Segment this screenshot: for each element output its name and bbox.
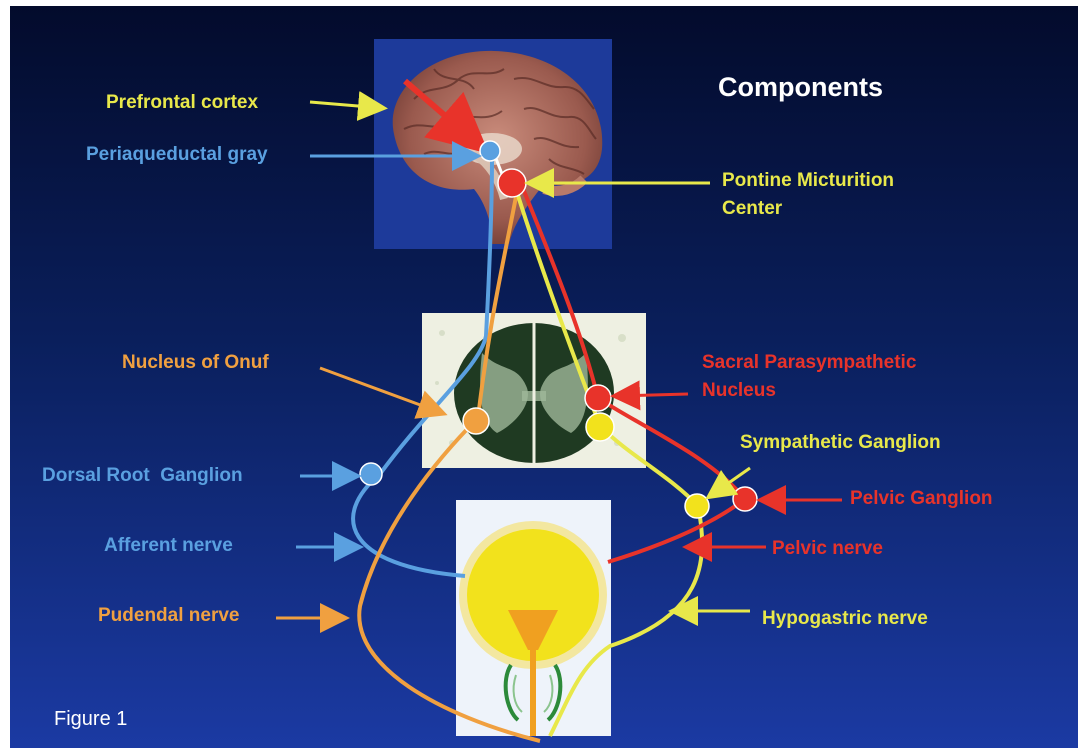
- neural-pathways: [10, 6, 1078, 748]
- hypogastric-pathway: [515, 186, 702, 736]
- sympathetic-node: [685, 494, 709, 518]
- label-sacral-line1: Sacral Parasympathetic: [702, 350, 916, 376]
- pelvic-ganglion-node: [733, 487, 757, 511]
- sacral-node: [585, 385, 611, 411]
- sacral-yellow-node: [586, 413, 614, 441]
- label-sacral-line2: Nucleus: [702, 378, 776, 404]
- label-dorsal-root-ganglion: Dorsal Root Ganglion: [42, 463, 243, 489]
- prefrontal-arrow: [310, 102, 382, 108]
- label-pudendal-nerve: Pudendal nerve: [98, 603, 240, 629]
- label-pontine-line1: Pontine Micturition: [722, 168, 894, 194]
- label-pontine-line2: Center: [722, 196, 782, 222]
- afferent-pathway: [353, 158, 492, 576]
- components-title: Components: [718, 70, 883, 104]
- label-prefrontal-cortex: Prefrontal cortex: [106, 90, 258, 116]
- label-sympathetic-ganglion: Sympathetic Ganglion: [740, 430, 941, 456]
- diagram-slide: Components Prefrontal cortex Periaqueduc…: [10, 6, 1078, 748]
- label-pelvic-nerve: Pelvic nerve: [772, 536, 883, 562]
- prefrontal-to-pag-path: [405, 81, 480, 146]
- pmc-node: [498, 169, 526, 197]
- label-afferent-nerve: Afferent nerve: [104, 533, 233, 559]
- sacral-arrow: [616, 394, 688, 396]
- label-nucleus-onuf: Nucleus of Onuf: [122, 350, 269, 376]
- dorsal-root-node: [360, 463, 382, 485]
- onuf-node: [463, 408, 489, 434]
- label-pelvic-ganglion: Pelvic Ganglion: [850, 486, 993, 512]
- label-hypogastric-nerve: Hypogastric nerve: [762, 606, 928, 632]
- figure-label: Figure 1: [54, 706, 127, 732]
- onuf-arrow: [320, 368, 442, 413]
- label-periaqueductal-gray: Periaqueductal gray: [86, 142, 268, 168]
- pag-node: [480, 141, 500, 161]
